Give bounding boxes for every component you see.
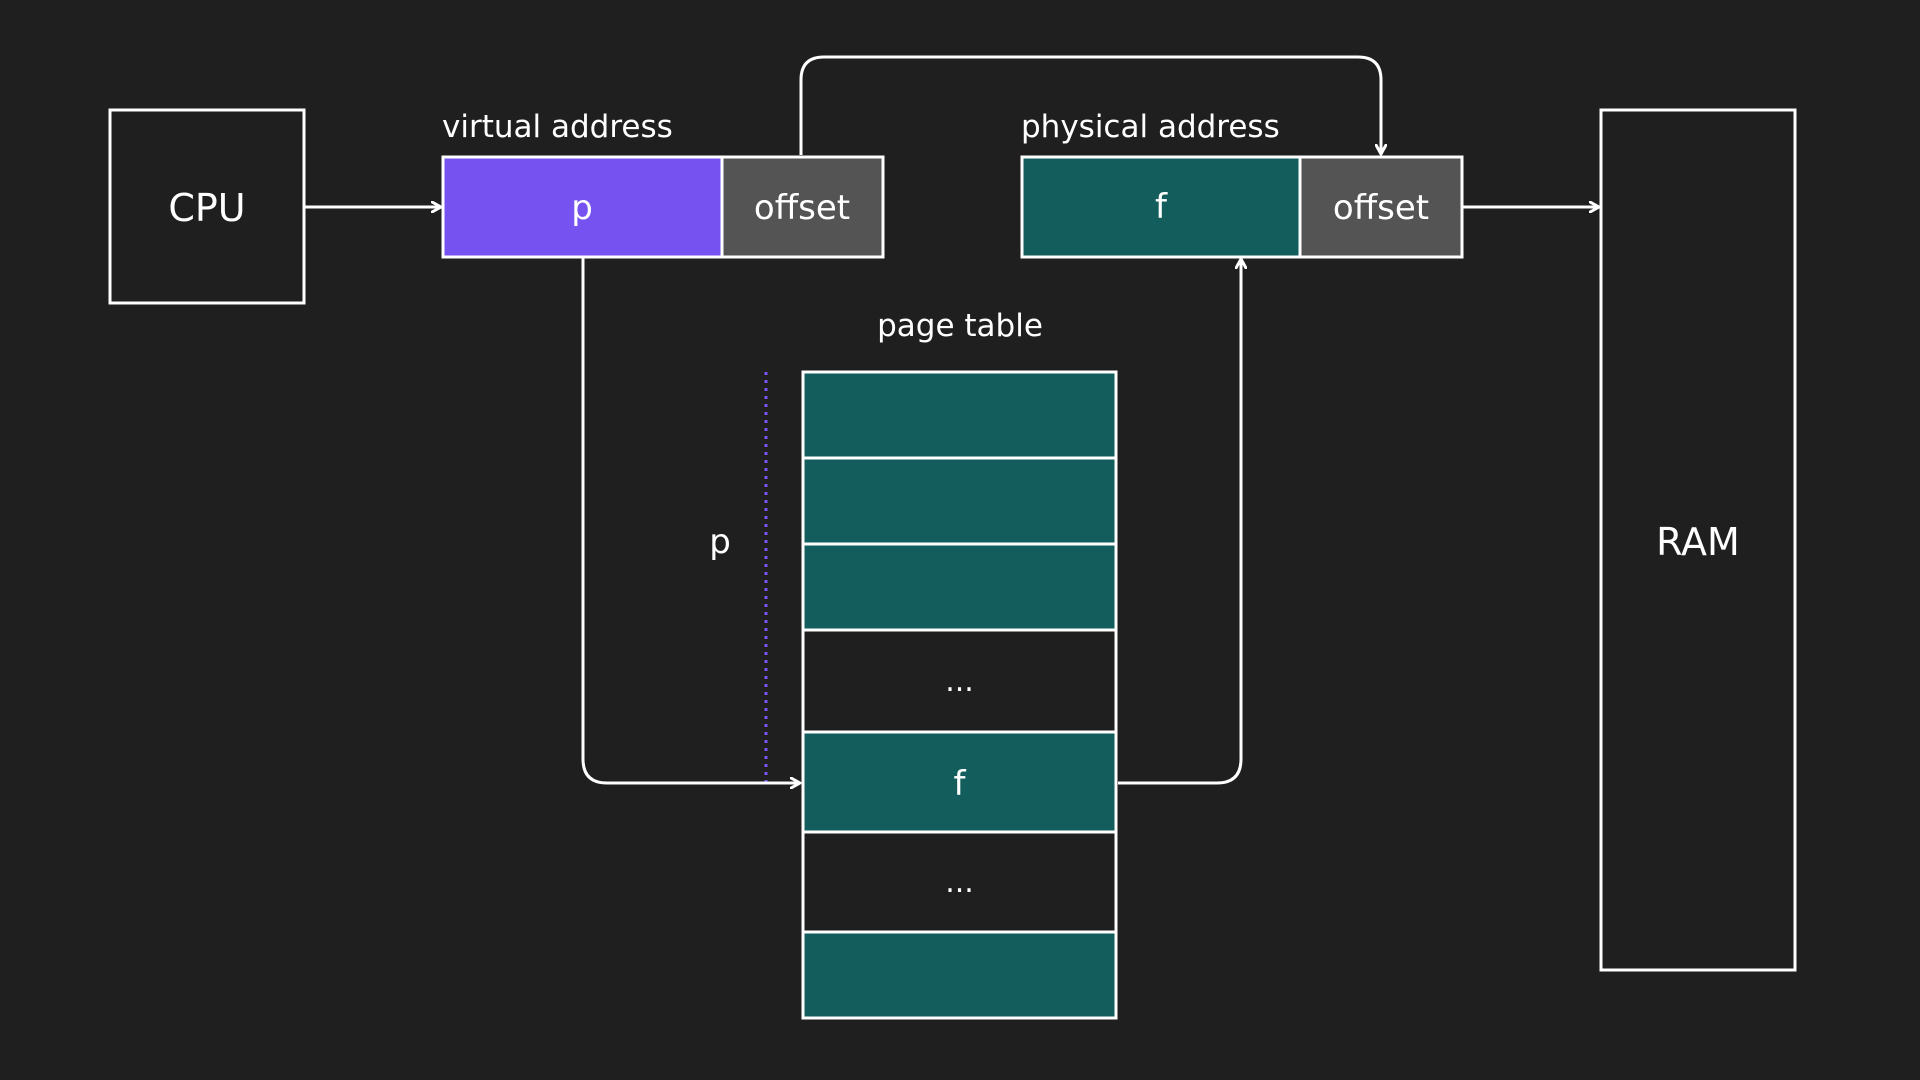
page-table-ellipsis: ... — [945, 865, 974, 900]
page-table-ellipsis-row: ... — [801, 628, 1118, 734]
page-number-field — [443, 157, 722, 257]
frame-number-field — [1022, 157, 1300, 257]
cpu-box: CPU — [108, 108, 306, 305]
virtual-offset-field — [722, 157, 883, 257]
physical-address-caption: physical address — [1021, 109, 1280, 145]
page-table-row — [801, 542, 1118, 632]
page-table-ellipsis-row: ... — [801, 830, 1118, 934]
cpu-label: CPU — [168, 186, 245, 230]
physical-offset-label: offset — [1333, 188, 1429, 228]
ram-label: RAM — [1656, 520, 1740, 564]
ram-box: RAM — [1599, 108, 1797, 972]
page-table-row — [801, 370, 1118, 460]
virtual-offset-label: offset — [754, 188, 850, 228]
page-table-caption: page table — [877, 308, 1043, 344]
page-table-row — [801, 456, 1118, 546]
page-table-row: f — [801, 730, 1118, 834]
virtual-address-box: p offset — [441, 155, 885, 259]
frame-to-physical-arrow — [1118, 259, 1241, 785]
page-index-label: p — [709, 522, 731, 562]
virtual-address-caption: virtual address — [442, 109, 673, 145]
physical-offset-field — [1300, 157, 1462, 257]
frame-number-label: f — [1155, 187, 1168, 227]
page-number-lookup-arrow — [581, 257, 800, 783]
offset-copy-arrow — [799, 55, 1381, 155]
page-table-ellipsis: ... — [945, 664, 974, 699]
physical-address-box: f offset — [1020, 155, 1464, 259]
page-table: ... f... — [801, 370, 1118, 1020]
page-table-row — [801, 930, 1118, 1020]
page-table-frame-label: f — [954, 764, 967, 804]
page-number-label: p — [571, 188, 593, 228]
